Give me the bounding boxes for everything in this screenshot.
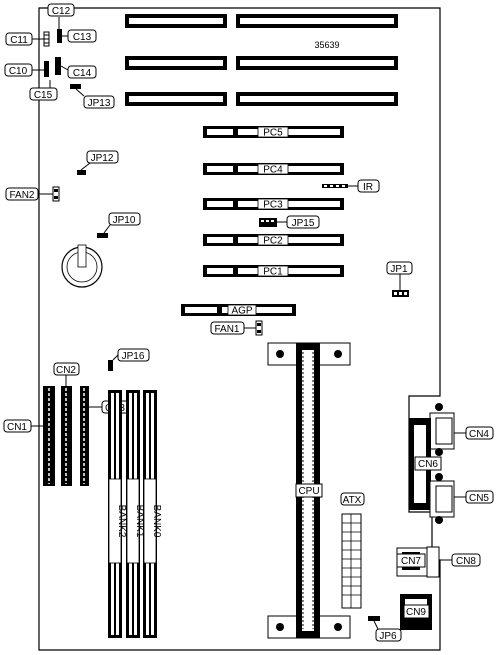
- pci-slot-pc2: PC2: [203, 234, 344, 247]
- svg-text:JP6: JP6: [379, 631, 397, 642]
- pci-slot-pc1: PC1: [203, 265, 344, 278]
- jumper-c15: C15: [29, 80, 58, 101]
- jumper-c14-block: [55, 57, 61, 75]
- connector-cn1: CN1: [3, 386, 55, 486]
- svg-text:CN6: CN6: [418, 459, 438, 470]
- svg-text:BANK1: BANK1: [134, 505, 145, 538]
- connector-cn4: CN4: [429, 403, 494, 456]
- svg-text:C13: C13: [73, 32, 92, 43]
- svg-text:PC5: PC5: [263, 128, 283, 139]
- jumper-jp13: JP13: [70, 84, 115, 109]
- jumper-c11: C11: [5, 31, 50, 47]
- dimm-bank0: BANK0: [143, 390, 162, 638]
- pci-slot-pc4: PC4: [203, 163, 344, 176]
- svg-text:CN5: CN5: [469, 493, 489, 504]
- jumper-jp10: JP10: [97, 212, 141, 238]
- svg-text:JP15: JP15: [292, 218, 315, 229]
- svg-text:C14: C14: [73, 68, 92, 79]
- connector-cn7: CN7: [396, 547, 428, 577]
- connector-cn8: CN8: [426, 546, 481, 578]
- connector-ir: IR: [322, 179, 380, 193]
- cpu-slot: CPU: [267, 342, 351, 639]
- dimm-bank1: BANK1: [126, 390, 145, 638]
- svg-text:CN1: CN1: [7, 422, 27, 433]
- connector-fan1: FAN1: [210, 320, 263, 336]
- connector-cn2: CN2: [53, 362, 80, 486]
- isa-slot-1: [125, 14, 398, 28]
- svg-text:FAN1: FAN1: [214, 324, 239, 335]
- svg-text:BANK0: BANK0: [151, 505, 162, 538]
- atx-power-connector: ATX: [340, 492, 365, 609]
- svg-text:C11: C11: [10, 35, 28, 46]
- svg-text:FAN2: FAN2: [9, 190, 34, 201]
- svg-text:C12: C12: [52, 6, 71, 17]
- dimm-bank2: BANK2: [108, 390, 127, 638]
- svg-text:JP12: JP12: [91, 153, 114, 164]
- svg-text:CPU: CPU: [298, 486, 319, 497]
- board-part-number: 35639: [314, 40, 339, 50]
- pci-slot-pc3: PC3: [203, 198, 344, 211]
- jumper-jp12: JP12: [77, 150, 119, 175]
- svg-text:ATX: ATX: [343, 495, 362, 506]
- svg-text:PC4: PC4: [263, 165, 283, 176]
- svg-text:JP1: JP1: [390, 264, 408, 275]
- svg-text:JP10: JP10: [113, 215, 136, 226]
- svg-text:CN8: CN8: [456, 556, 476, 567]
- svg-text:CN4: CN4: [469, 429, 489, 440]
- isa-slot-3: [125, 92, 398, 106]
- jumper-c10: C10: [4, 61, 49, 77]
- jumper-c12: C12: [47, 3, 75, 43]
- connector-cn9: CN9: [400, 594, 432, 630]
- jumper-jp16: JP16: [108, 348, 150, 371]
- svg-text:CN2: CN2: [56, 365, 76, 376]
- svg-text:C15: C15: [34, 90, 53, 101]
- svg-text:JP16: JP16: [122, 351, 145, 362]
- svg-text:JP13: JP13: [88, 98, 111, 109]
- jumper-c14: C14: [60, 65, 97, 79]
- jumper-c13: C13: [62, 29, 97, 43]
- svg-text:AGP: AGP: [231, 306, 252, 317]
- connector-cn5: CN5: [429, 473, 494, 524]
- svg-text:CN9: CN9: [406, 607, 426, 618]
- svg-text:IR: IR: [363, 182, 373, 193]
- svg-text:C10: C10: [9, 66, 28, 77]
- svg-text:CN7: CN7: [401, 556, 421, 567]
- svg-text:PC1: PC1: [263, 267, 283, 278]
- connector-fan2: FAN2: [5, 186, 60, 202]
- jumper-jp1: JP1: [386, 261, 413, 297]
- isa-slot-2: [125, 56, 398, 70]
- pci-slot-pc5: PC5: [203, 126, 344, 139]
- svg-text:PC2: PC2: [263, 236, 283, 247]
- svg-text:PC3: PC3: [263, 200, 283, 211]
- agp-slot: AGP: [181, 304, 296, 317]
- jumper-jp15: JP15: [259, 215, 320, 229]
- jumper-jp6: JP6: [368, 616, 402, 642]
- cmos-battery: [61, 244, 103, 288]
- connector-cn6: CN6: [409, 418, 442, 510]
- svg-text:BANK2: BANK2: [116, 505, 127, 538]
